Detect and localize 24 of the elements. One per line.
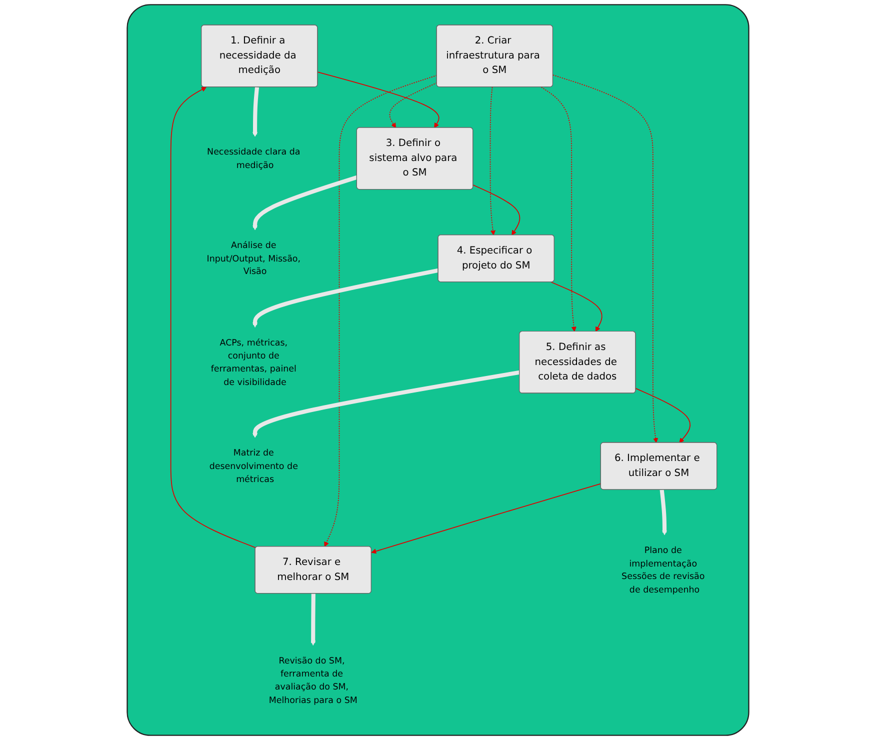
arrow: [317, 72, 440, 128]
node-text: Necessidade clara da medição: [207, 146, 300, 170]
arrow: [660, 490, 668, 536]
arrow: [252, 268, 439, 328]
arrow: [310, 594, 316, 646]
arrow: [490, 86, 496, 236]
arrow: [252, 86, 260, 137]
arrow: [552, 74, 658, 443]
arrow: [371, 483, 602, 554]
arrow: [472, 184, 520, 236]
arrow: [170, 86, 256, 548]
arrow: [324, 74, 438, 547]
arrow: [389, 82, 438, 128]
arrow: [550, 282, 602, 332]
cluster: [126, 4, 750, 736]
node-text: Revisão do SM, ferramenta de avaliação do SM, Melhorias para o SM: [268, 655, 358, 705]
node-text: Análise de Input/Output, Missão, Visão: [206, 240, 301, 276]
arrow: [540, 86, 576, 332]
arrow: [252, 175, 358, 230]
node-text: Matriz de desenvolvimento de métricas: [209, 448, 298, 484]
node-text: Plano de implementação Sessões de revisão de desempenho: [622, 544, 705, 594]
node-text: ACPs, métricas, conjunto de ferramentas, painel de visibilidade: [210, 337, 296, 387]
arrow: [252, 370, 520, 438]
arrow: [635, 388, 691, 443]
